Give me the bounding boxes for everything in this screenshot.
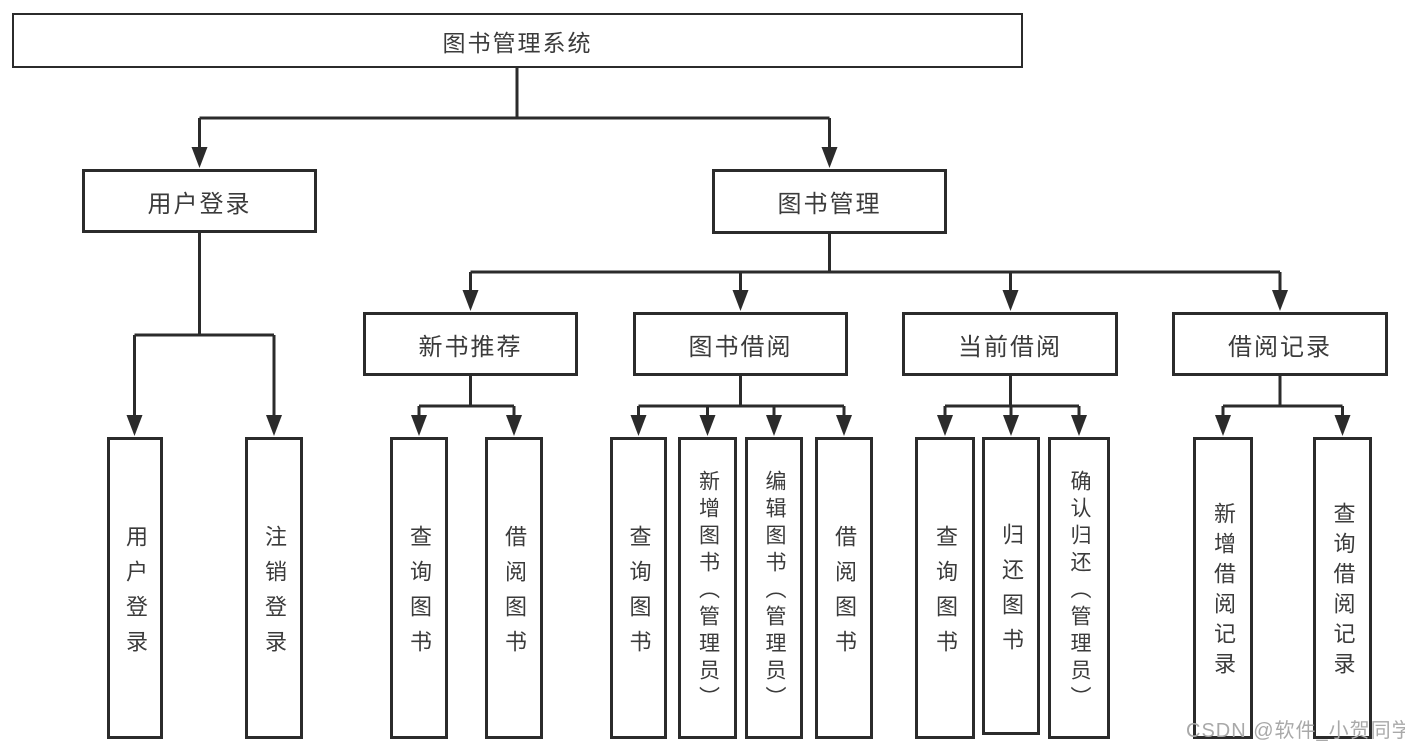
leaf-add-book-admin-label: 新增图书（管理员） [696,469,720,713]
leaf-confirm-return-admin: 确认归还（管理员） [1048,437,1110,739]
leaf-recommend-borrow-book: 借阅图书 [485,437,543,739]
node-user-login: 用户登录 [82,169,317,233]
leaf-query-borrow-record-label: 查询借阅记录 [1330,502,1356,682]
node-user-login-label: 用户登录 [147,190,252,218]
leaf-add-book-admin: 新增图书（管理员） [678,437,737,739]
node-book-management-label: 图书管理 [777,191,882,218]
node-current-borrow: 当前借阅 [902,312,1118,376]
node-book-borrow: 图书借阅 [633,312,848,376]
leaf-borrow-book-label: 借阅图书 [832,524,857,665]
node-borrow-records-label: 借阅记录 [1228,333,1332,361]
node-root-label: 图书管理系统 [442,29,593,56]
leaf-logout-label: 注销登录 [262,524,287,665]
leaf-user-login-label: 用户登录 [123,524,148,665]
leaf-add-borrow-record: 新增借阅记录 [1193,437,1253,739]
leaf-current-query-book: 查询图书 [915,437,975,739]
leaf-recommend-query-book-label: 查询图书 [407,524,432,665]
leaf-confirm-return-admin-label: 确认归还（管理员） [1068,469,1091,713]
arrowhead-icons [126,147,1351,436]
leaf-borrow-query-book-label: 查询图书 [626,524,652,665]
leaf-recommend-query-book: 查询图书 [390,437,448,739]
leaf-return-book: 归还图书 [982,437,1040,735]
leaf-borrow-query-book: 查询图书 [610,437,667,739]
node-current-borrow-label: 当前借阅 [958,333,1062,361]
leaf-query-borrow-record: 查询借阅记录 [1313,437,1372,739]
leaf-edit-book-admin: 编辑图书（管理员） [745,437,803,739]
leaf-current-query-book-label: 查询图书 [933,524,958,665]
node-new-book-recommend-label: 新书推荐 [418,333,523,361]
node-book-management: 图书管理 [712,169,947,234]
leaf-return-book-label: 归还图书 [999,522,1024,663]
node-new-book-recommend: 新书推荐 [363,312,578,376]
leaf-user-login: 用户登录 [107,437,163,739]
node-borrow-records: 借阅记录 [1172,312,1388,376]
leaf-add-borrow-record-label: 新增借阅记录 [1211,502,1236,682]
watermark: CSDN @软件_小贺同学 [1186,720,1405,742]
leaf-borrow-book: 借阅图书 [815,437,873,739]
leaf-logout: 注销登录 [245,437,303,739]
node-root: 图书管理系统 [12,13,1023,68]
leaf-recommend-borrow-book-label: 借阅图书 [502,524,527,665]
leaf-edit-book-admin-label: 编辑图书（管理员） [763,469,786,713]
node-book-borrow-label: 图书借阅 [688,333,793,361]
